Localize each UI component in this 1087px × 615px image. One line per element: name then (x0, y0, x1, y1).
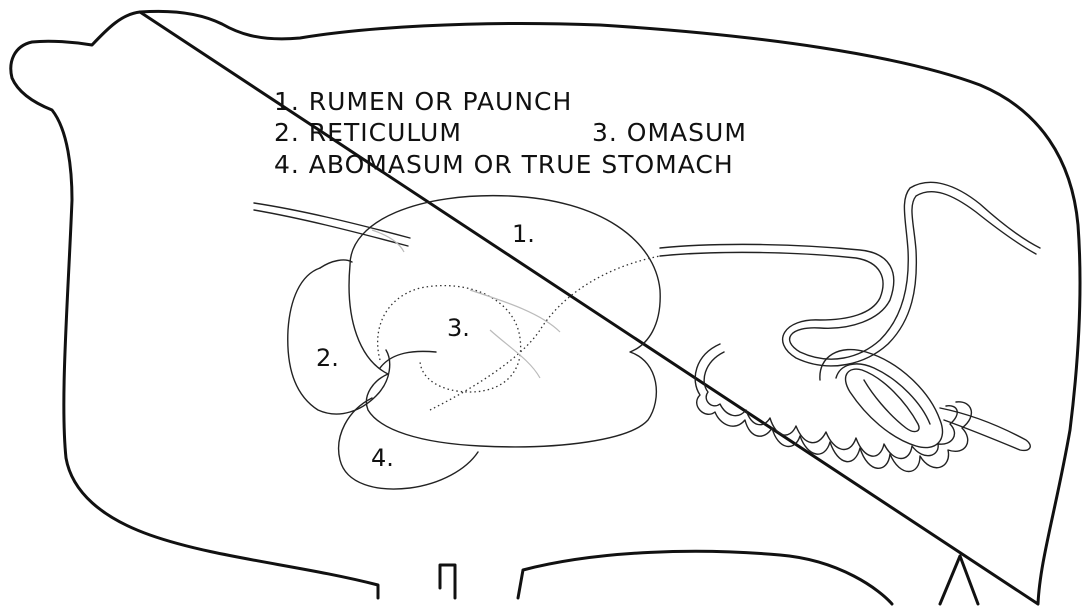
label-omasum: 3. (447, 314, 470, 342)
label-rumen: 1. (512, 220, 535, 248)
rumen (349, 196, 660, 447)
label-reticulum: 2. (316, 344, 339, 372)
spiral-colon (820, 350, 943, 448)
legend-line-1: 1. RUMEN OR PAUNCH (274, 87, 572, 116)
abomasum (339, 398, 478, 489)
reticulum (288, 268, 390, 414)
legend-line-2: 2. RETICULUM (274, 118, 462, 147)
label-abomasum: 4. (371, 444, 394, 472)
legend-line-3: 4. ABOMASUM OR TRUE STOMACH (274, 150, 734, 179)
esophagus (254, 203, 410, 238)
small-intestine (695, 344, 971, 472)
legend-line-2b: 3. OMASUM (592, 118, 747, 147)
intestine-tube (660, 182, 1040, 359)
